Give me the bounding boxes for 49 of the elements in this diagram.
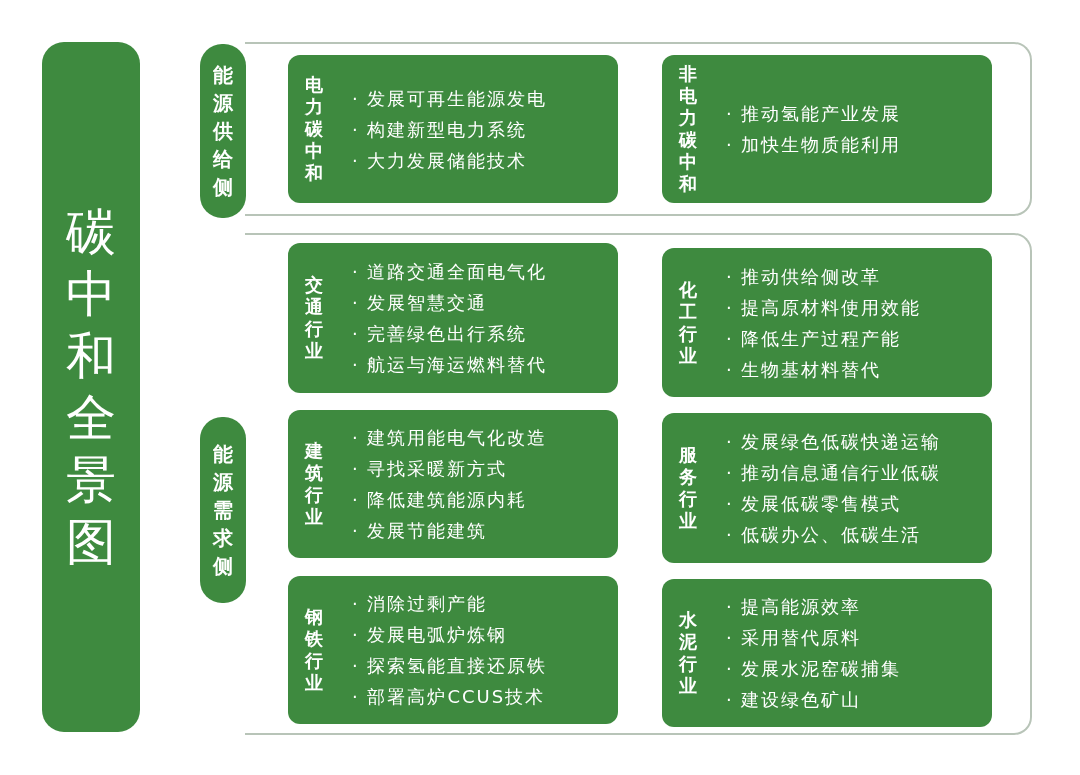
box-heading: 钢铁行业 — [304, 606, 324, 694]
bullet-item: · 生物基材料替代 — [726, 357, 883, 382]
bullet-item: · 发展节能建筑 — [352, 519, 489, 543]
bullet-item: · 加快生物质能利用 — [726, 133, 902, 157]
bullet-item: · 建设绿色矿山 — [726, 688, 863, 712]
bullet-item: · 推动信息通信行业低碳 — [726, 461, 942, 485]
group-label: 能源需求侧 — [200, 417, 246, 603]
bullet-item: · 发展绿色低碳快递运输 — [726, 430, 942, 454]
bullet-item: · 发展低碳零售模式 — [726, 492, 903, 516]
bullet-item: · 提高原材料使用效能 — [726, 295, 922, 320]
category-box — [288, 410, 618, 558]
bullet-item: · 寻找采暖新方式 — [352, 457, 509, 481]
bullet-item: · 道路交通全面电气化 — [352, 260, 548, 284]
box-heading: 交通行业 — [304, 274, 324, 362]
category-box — [288, 243, 618, 393]
bullet-item: · 降低生产过程产能 — [726, 326, 903, 351]
bullet-item: · 完善绿色出行系统 — [352, 322, 529, 346]
box-heading: 电力碳中和 — [304, 74, 324, 184]
bullet-item: · 低碳办公、低碳生活 — [726, 523, 923, 547]
category-box — [662, 55, 992, 203]
box-heading: 建筑行业 — [304, 440, 324, 528]
category-box — [662, 248, 992, 397]
bullet-item: · 采用替代原料 — [726, 626, 863, 650]
box-heading: 水泥行业 — [678, 609, 698, 697]
bullet-item: · 发展智慧交通 — [352, 291, 489, 315]
bullet-item: · 构建新型电力系统 — [352, 117, 529, 142]
bullet-item: · 提高能源效率 — [726, 595, 863, 619]
box-heading: 化工行业 — [678, 278, 698, 367]
bullet-item: · 探索氢能直接还原铁 — [352, 654, 548, 678]
group-label: 能源供给侧 — [200, 44, 246, 218]
category-box — [662, 579, 992, 727]
bullet-item: · 航运与海运燃料替代 — [352, 353, 548, 377]
box-heading: 非电力碳中和 — [678, 63, 698, 195]
box-heading: 服务行业 — [678, 444, 698, 532]
bullet-item: · 发展电弧炉炼钢 — [352, 623, 509, 647]
bullet-item: · 发展可再生能源发电 — [352, 86, 548, 111]
bullet-item: · 大力发展储能技术 — [352, 148, 529, 173]
bullet-item: · 降低建筑能源内耗 — [352, 488, 529, 512]
category-box — [288, 55, 618, 203]
category-box — [288, 576, 618, 724]
category-box — [662, 413, 992, 563]
bullet-item: · 推动氢能产业发展 — [726, 102, 902, 126]
bullet-item: · 部署高炉CCUS技术 — [352, 685, 547, 709]
bullet-item: · 推动供给侧改革 — [726, 264, 883, 289]
bullet-item: · 消除过剩产能 — [352, 592, 489, 616]
bullet-item: · 发展水泥窑碳捕集 — [726, 657, 902, 681]
title-bar — [42, 42, 140, 732]
title-text: 碳中和全景图 — [65, 202, 117, 573]
bullet-item: · 建筑用能电气化改造 — [352, 426, 548, 450]
